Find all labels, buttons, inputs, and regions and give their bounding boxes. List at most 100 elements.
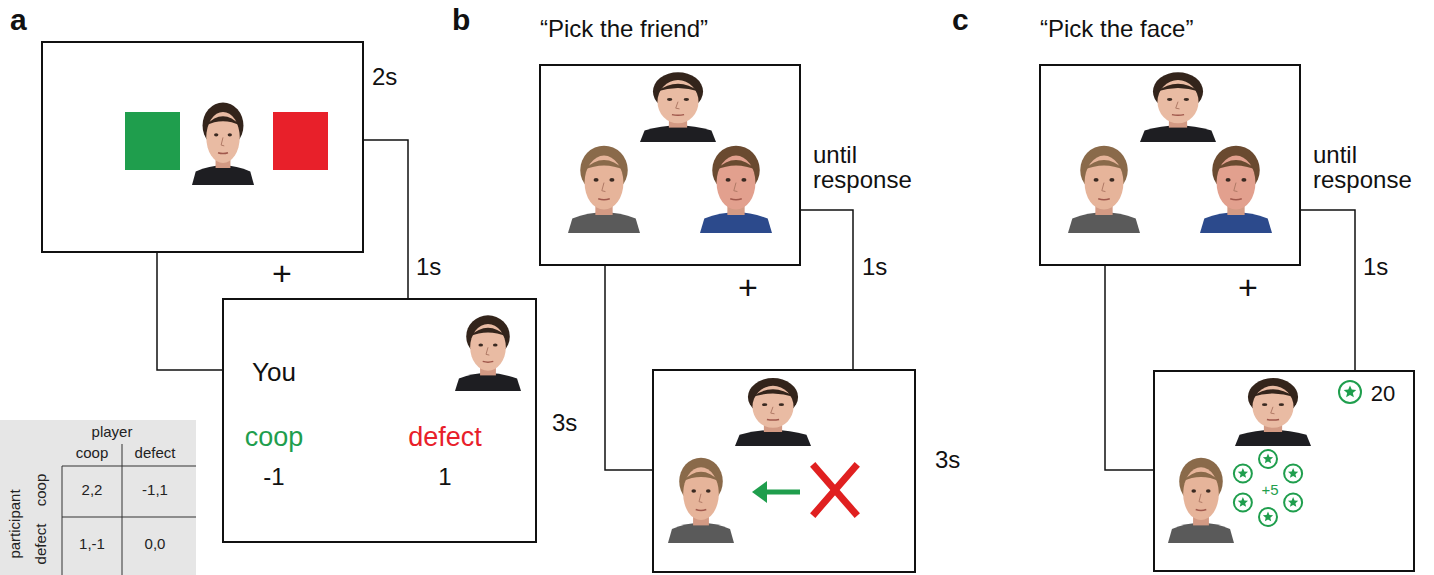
timing-label: + [738,270,758,306]
face-head [1085,156,1124,210]
face-head [1217,156,1256,210]
face-eye [762,403,767,406]
face-photo [640,72,716,142]
face-mouth [1196,509,1207,511]
face-nose [1102,183,1106,192]
screen-frame [540,65,800,265]
node-text: -1 [263,464,284,490]
arrow-head [752,481,767,503]
coin-star [1288,497,1298,507]
coop-square [125,112,180,170]
face-eye [478,343,483,346]
node-text: defect [33,524,50,565]
face-eye [214,133,218,136]
face-fringe [470,328,507,337]
grid-line [62,466,63,575]
face-eye [1184,98,1189,101]
face-photo [1168,458,1234,543]
face-fringe [1216,160,1256,170]
face-head [752,386,793,428]
node-text: 20 [1371,382,1395,406]
node-text: 1,-1 [79,536,105,553]
face-head [683,467,719,520]
node-text: 0,0 [145,536,166,553]
face-eye [667,98,672,101]
choice-arrow [752,481,800,503]
coin-ring [1234,494,1252,512]
grid-line [62,466,196,467]
timing-label: “Pick the face” [1040,16,1193,41]
face-photo [192,103,254,185]
face-shirt [735,430,811,446]
face-mouth [730,198,742,200]
timeline-lines [157,140,1355,470]
timeline-line [1105,265,1153,470]
face-mouth [1098,198,1110,200]
face-photo [1235,378,1311,446]
reward-coins [1234,381,1361,526]
face-shirt [455,373,521,391]
face-photos [192,72,1311,543]
arrow-shaft [764,490,800,495]
coin-star [1238,497,1248,507]
face-mouth [696,509,707,511]
face-fringe [657,84,700,92]
face-eye [1109,178,1114,182]
face-eye [1241,178,1246,182]
node-text: participant [7,489,24,558]
face-photo [568,146,640,233]
timing-label: 1s [416,254,441,279]
face-fringe [1183,472,1220,482]
face-fringe [683,472,720,482]
timing-label: 2s [372,64,397,89]
face-head [1157,80,1198,123]
timing-label: 3s [552,410,577,435]
timeline-line [1300,210,1355,370]
node-text: 1 [438,464,451,490]
node-text: coop [245,423,304,453]
coin-star [1263,454,1273,464]
node-text: 2,2 [82,482,103,499]
timing-label: “Pick the friend” [540,16,708,41]
face-eye [706,489,711,493]
face-fringe [1084,160,1124,170]
timing-label: until response [813,142,933,192]
face-photo [455,315,521,391]
face-head [1183,467,1219,520]
timeline-line [363,140,408,298]
face-fringe [584,160,624,170]
face-nose [602,183,606,192]
face-nose [771,407,775,414]
face-mouth [1230,198,1242,200]
reward-screen: 20 +5 [1153,370,1415,572]
face-eye [594,178,599,182]
face-photo [735,378,811,446]
timing-label: 3s [935,447,960,472]
coin-star [1263,512,1273,522]
grid-line [122,444,123,575]
face-nose [734,183,738,192]
screen-frame [653,370,915,572]
face-mouth [598,198,610,200]
grid-line [62,517,196,518]
face-eye [1094,178,1099,182]
face-head [717,156,756,210]
face-eye [493,343,498,346]
node-text: You [252,358,296,387]
panel-letter: c [952,4,969,36]
feedback-screen: Youcoopdefect-11 [222,298,537,543]
coin-star [1288,468,1298,478]
timeline-line [605,265,653,470]
face-mouth [218,152,228,154]
star-coin [1284,494,1302,512]
face-eye [691,489,696,493]
face-eye [228,133,232,136]
face-photo [1068,146,1140,233]
face-fringe [716,160,756,170]
face-mouth [1267,419,1279,421]
node-text: +5 [1261,482,1278,499]
face-shirt [192,165,254,185]
face-fringe [752,389,795,397]
face-photo [1140,72,1216,142]
